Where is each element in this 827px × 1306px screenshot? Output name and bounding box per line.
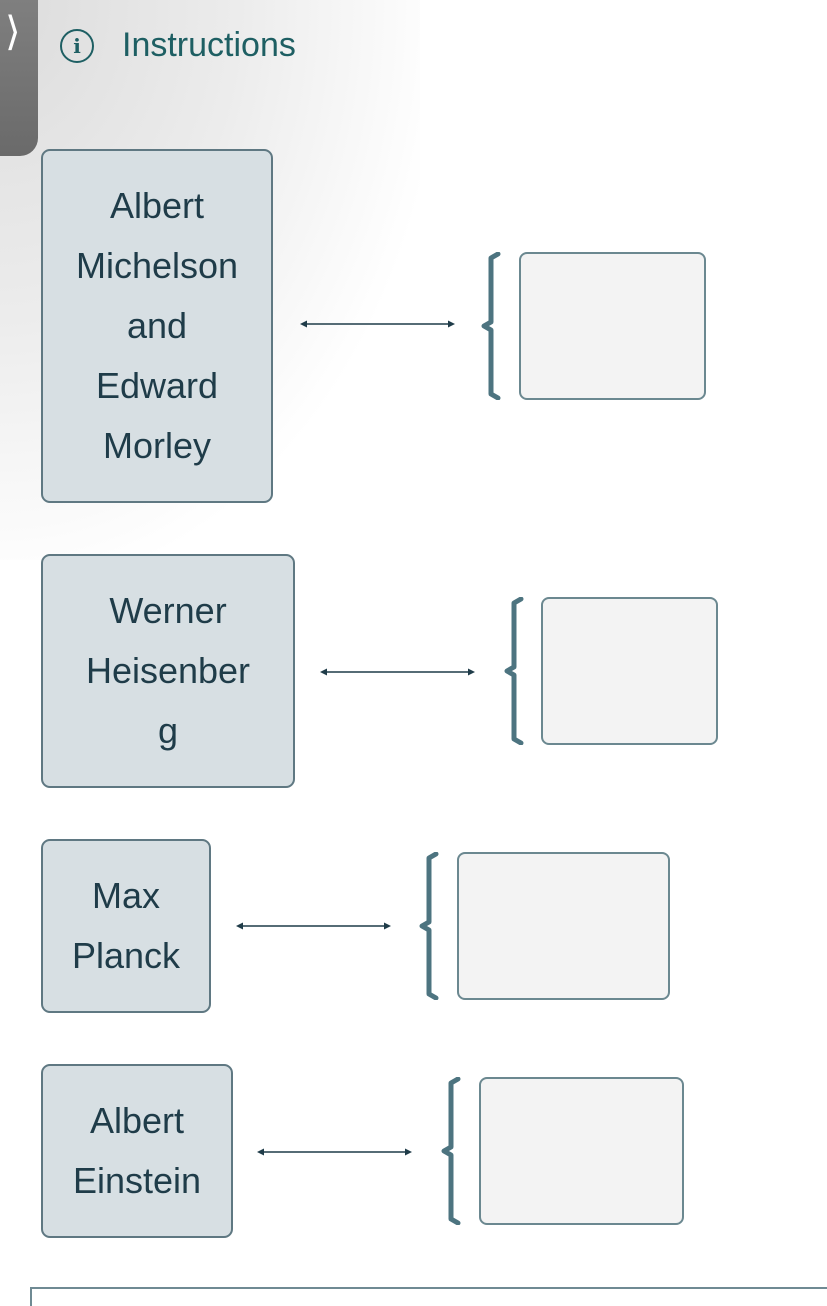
left-brace-icon	[441, 1077, 461, 1225]
double-arrow-icon	[300, 320, 455, 328]
drop-zone-1[interactable]	[519, 252, 706, 400]
term-label: Max Planck	[71, 875, 181, 976]
term-label: Albert Michelson and Edward Morley	[75, 185, 239, 466]
left-brace-icon	[481, 252, 501, 400]
chevron-right-icon: ⟩	[5, 9, 21, 55]
term-card-einstein[interactable]: Albert Einstein	[41, 1064, 233, 1238]
instructions-link[interactable]: i Instructions	[60, 26, 296, 65]
left-brace-icon	[504, 597, 524, 745]
term-label: Albert Einstein	[72, 1100, 202, 1201]
answer-bank-panel	[30, 1287, 827, 1306]
term-card-planck[interactable]: Max Planck	[41, 839, 211, 1013]
double-arrow-icon	[236, 922, 391, 930]
instructions-label: Instructions	[122, 26, 296, 64]
collapse-panel-tab[interactable]: ⟩	[0, 0, 38, 156]
term-card-michelson-morley[interactable]: Albert Michelson and Edward Morley	[41, 149, 273, 503]
drop-zone-3[interactable]	[457, 852, 670, 1000]
term-card-heisenberg[interactable]: Werner Heisenber g	[41, 554, 295, 788]
drop-zone-2[interactable]	[541, 597, 718, 745]
info-circle-icon: i	[60, 28, 94, 63]
left-brace-icon	[419, 852, 439, 1000]
drop-zone-4[interactable]	[479, 1077, 684, 1225]
double-arrow-icon	[320, 668, 475, 676]
double-arrow-icon	[257, 1148, 412, 1156]
term-label: Werner Heisenber g	[85, 590, 251, 751]
